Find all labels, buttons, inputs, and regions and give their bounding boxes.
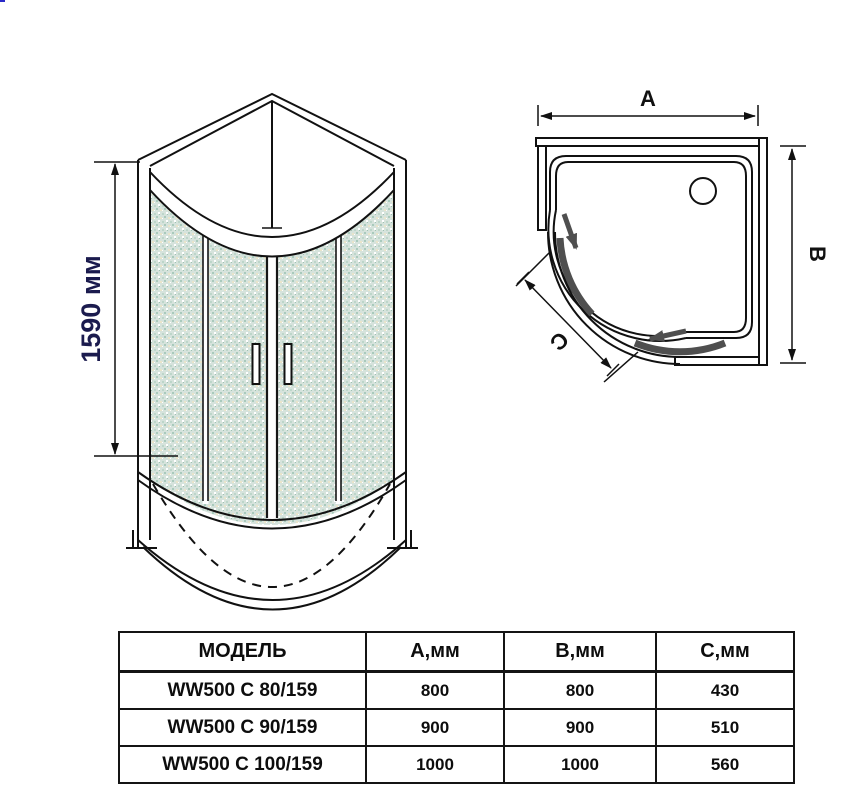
- dimension-c-label: C: [545, 327, 574, 356]
- table-row: WW500 C 80/159 800 800 430: [118, 670, 795, 710]
- header-b-mm: В,мм: [503, 631, 657, 673]
- value-c: 430: [655, 670, 795, 710]
- back-walls-top: [137, 92, 407, 229]
- tray-apron-dashed: [152, 483, 391, 588]
- dimension-table: МОДЕЛЬ А,мм В,мм С,мм WW500 C 80/159 800…: [118, 631, 795, 784]
- scan-artifact: [0, 0, 5, 2]
- right-door-handle: [283, 343, 293, 385]
- value-a: 900: [365, 708, 505, 747]
- header-c-mm: С,мм: [655, 631, 795, 673]
- value-b: 800: [503, 670, 657, 710]
- plan-walls: [535, 137, 768, 366]
- model-name: WW500 C 90/159: [118, 708, 367, 747]
- door-direction-arrows: [561, 213, 687, 342]
- value-c: 560: [655, 745, 795, 784]
- left-wall-stub: [537, 145, 547, 231]
- model-name: WW500 C 100/159: [118, 745, 367, 784]
- dimension-b-label: B: [805, 246, 830, 262]
- value-b: 900: [503, 708, 657, 747]
- model-name: WW500 C 80/159: [118, 670, 367, 710]
- top-rim: [149, 171, 395, 258]
- plan-tray-outline: [547, 155, 753, 342]
- lower-door-arrow: [648, 328, 687, 342]
- table-row: WW500 C 90/159 900 900 510: [118, 708, 795, 747]
- table-header-row: МОДЕЛЬ А,мм В,мм С,мм: [118, 631, 795, 673]
- value-b: 1000: [503, 745, 657, 784]
- upper-door-arrow: [561, 213, 579, 250]
- lower-door-arc: [633, 339, 727, 356]
- left-door-handle: [251, 343, 261, 385]
- value-a: 800: [365, 670, 505, 710]
- door-handles: [251, 343, 293, 385]
- header-a-mm: А,мм: [365, 631, 505, 673]
- height-dimension: [94, 161, 178, 457]
- dimension-a-label: A: [640, 86, 656, 111]
- bottom-wall-stub: [674, 356, 760, 366]
- side-profiles: [126, 160, 418, 549]
- shower-tray: [137, 471, 407, 611]
- plan-view-drawing: A B C: [515, 86, 830, 383]
- table-row: WW500 C 100/159 1000 1000 560: [118, 745, 795, 784]
- value-c: 510: [655, 708, 795, 747]
- front-view-drawing: 1590 мм: [76, 92, 418, 611]
- value-a: 1000: [365, 745, 505, 784]
- dimension-a: [537, 105, 759, 126]
- door-stiles: [202, 230, 342, 520]
- dimension-b: [780, 145, 806, 364]
- dimension-c: [515, 251, 639, 383]
- drain-hole: [689, 177, 717, 205]
- height-dimension-label: 1590 мм: [76, 255, 106, 363]
- header-model: МОДЕЛЬ: [118, 631, 367, 673]
